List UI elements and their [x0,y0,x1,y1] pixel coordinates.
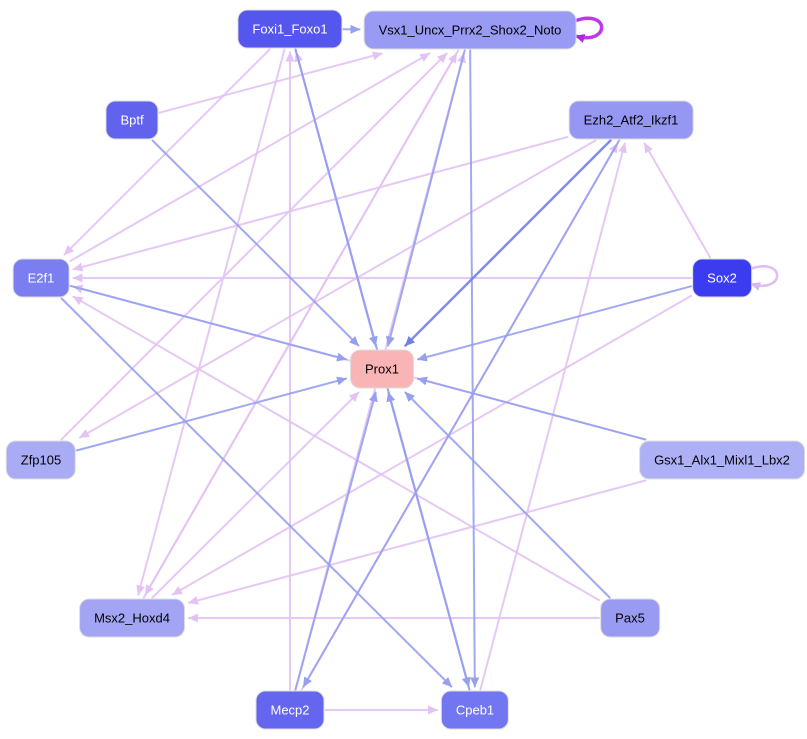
node-vsx1-uncx-prrx2-shox2-noto[interactable]: Vsx1_Uncx_Prrx2_Shox2_Noto [363,10,577,50]
edge-Mecp2-to-Prox1 [294,391,378,691]
edge-Cpeb1-to-Ezh2_Atf2_Ikzf1 [479,142,627,691]
edge-E2f1-to-Prox1 [69,284,347,362]
edge-Foxi1_Foxo1-to-E2f1 [63,48,271,256]
node-msx2-hoxd4[interactable]: Msx2_Hoxd4 [79,598,185,638]
edge-Msx2_Hoxd4-to-Prox1 [151,391,360,599]
edge-Bptf-to-Prox1 [151,139,360,347]
node-gsx1-alx1-mixl1-lbx2[interactable]: Gsx1_Alx1_Mixl1_Lbx2 [639,440,805,480]
edge-Sox2-to-Sox2 [748,265,779,291]
edge-Ezh2_Atf2_Ikzf1-to-Zfp105 [79,139,597,439]
node-foxi1-foxo1[interactable]: Foxi1_Foxo1 [237,9,343,49]
node-sox2[interactable]: Sox2 [692,258,752,298]
edge-Sox2-to-Msx2_Hoxd4 [171,294,692,596]
edge-Vsx1_Uncx_Prrx2_Shox2_Noto-to-Cpeb1 [469,49,480,688]
node-cpeb1[interactable]: Cpeb1 [440,690,510,730]
edge-Gsx1_Alx1_Mixl1_Lbx2-to-Prox1 [417,376,647,441]
edge-E2f1-to-Vsx1_Uncx_Prrx2_Shox2_Noto [69,52,431,262]
edge-Pax5-to-E2f1 [72,295,600,602]
edge-Ezh2_Atf2_Ikzf1-to-Prox1 [404,139,612,347]
edge-Sox2-to-Prox1 [417,285,692,362]
edge-Foxi1_Foxo1-to-Msx2_Hoxd4 [136,48,286,596]
edge-Bptf-to-Vsx1_Uncx_Prrx2_Shox2_Noto [158,51,383,114]
edge-Pax5-to-Prox1 [404,391,611,599]
edge-E2f1-to-Cpeb1 [60,297,453,688]
edge-Gsx1_Alx1_Mixl1_Lbx2-to-Msx2_Hoxd4 [188,479,647,605]
edge-Ezh2_Atf2_Ikzf1-to-Mecp2 [302,139,621,688]
edge-Zfp105-to-Prox1 [76,376,347,452]
edge-Vsx1_Uncx_Prrx2_Shox2_Noto-to-Vsx1_Uncx_Prrx2_Shox2_Noto [572,16,604,43]
node-pax5[interactable]: Pax5 [600,598,660,638]
edge-Zfp105-to-Vsx1_Uncx_Prrx2_Shox2_Noto [60,52,448,441]
node-bptf[interactable]: Bptf [105,100,159,140]
edge-Vsx1_Uncx_Prrx2_Shox2_Noto-to-Prox1 [386,49,466,347]
node-e2f1[interactable]: E2f1 [12,258,70,298]
node-zfp105[interactable]: Zfp105 [5,440,77,480]
node-ezh2-atf2-ikzf1[interactable]: Ezh2_Atf2_Ikzf1 [568,100,694,140]
node-mecp2[interactable]: Mecp2 [255,690,325,730]
edge-Sox2-to-Ezh2_Atf2_Ikzf1 [643,142,712,259]
node-prox1[interactable]: Prox1 [350,349,414,389]
edge-Ezh2_Atf2_Ikzf1-to-E2f1 [72,136,569,272]
edge-Msx2_Hoxd4-to-Vsx1_Uncx_Prrx2_Shox2_Noto [142,52,458,599]
